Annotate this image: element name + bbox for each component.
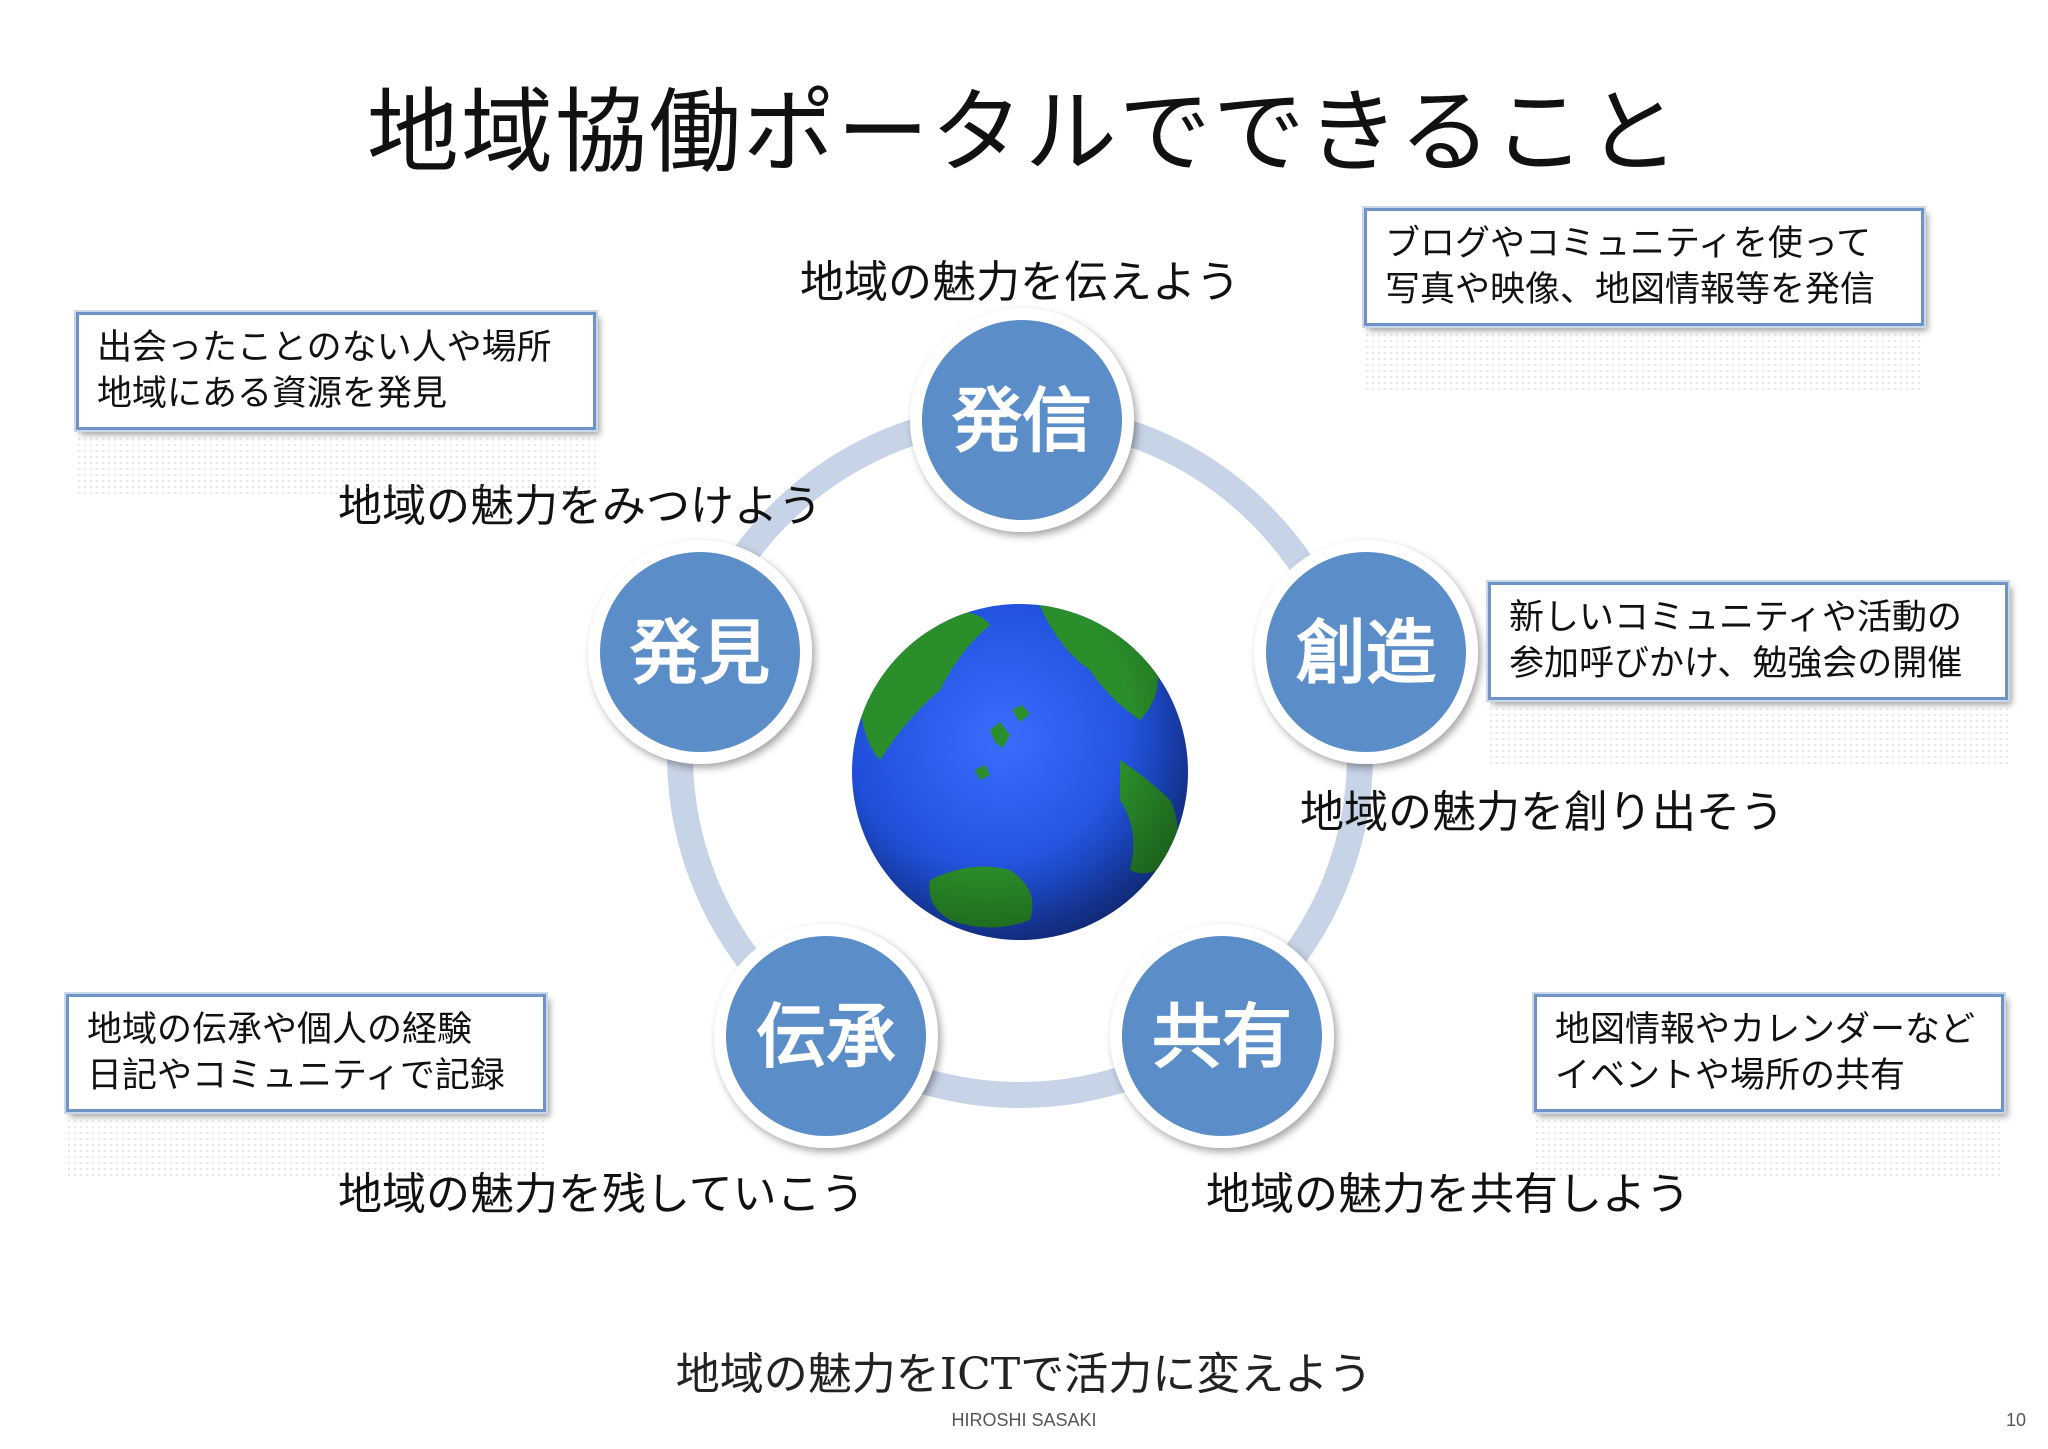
phrase-hasshin: 地域の魅力を伝えよう — [800, 257, 1240, 308]
description-box-hakken: 出会ったことのない人や場所 地域にある資源を発見 — [76, 312, 596, 430]
page-title: 地域協働ポータルでできること — [366, 79, 1682, 186]
description-box-denshou: 地域の伝承や個人の経験 日記やコミュニティで記録 — [66, 994, 546, 1112]
node-label: 共有 — [1152, 996, 1292, 1078]
node-label: 発見 — [630, 612, 770, 694]
node-circle — [600, 552, 800, 752]
phrase-denshou: 地域の魅力を残していこう — [338, 1169, 865, 1220]
box-kyouyuu-group: 地図情報やカレンダーなど イベントや場所の共有 — [1534, 994, 2004, 1176]
box-line: 写真や映像、地図情報等を発信 — [1385, 270, 1876, 310]
box-hakken-group: 出会ったことのない人や場所 地域にある資源を発見 — [76, 312, 596, 494]
phrase-souzou: 地域の魅力を創り出そう — [1300, 787, 1784, 838]
box-line: 地図情報やカレンダーなど — [1555, 1010, 1976, 1050]
box-reflection — [76, 430, 596, 494]
node-circle — [922, 320, 1122, 520]
node-hasshin: 発信 — [910, 308, 1134, 532]
box-line: 地域にある資源を発見 — [97, 374, 448, 414]
box-reflection — [1364, 326, 1924, 390]
box-denshou-group: 地域の伝承や個人の経験 日記やコミュニティで記録 — [66, 994, 546, 1176]
phrase-kyouyuu: 地域の魅力を共有しよう — [1206, 1169, 1690, 1220]
page-number: 10 — [2005, 1410, 2026, 1430]
node-circle — [1122, 936, 1322, 1136]
box-line: 出会ったことのない人や場所 — [97, 328, 552, 368]
node-circle — [1266, 552, 1466, 752]
box-line: イベントや場所の共有 — [1555, 1056, 1906, 1096]
node-denshou: 伝承 — [714, 924, 938, 1148]
node-label: 発信 — [952, 380, 1092, 462]
box-line: 参加呼びかけ、勉強会の開催 — [1509, 644, 1963, 684]
footer-author: HIROSHI SASAKI — [951, 1410, 1097, 1430]
node-hakken: 発見 — [588, 540, 812, 764]
node-label: 創造 — [1296, 612, 1436, 694]
node-kyouyuu: 共有 — [1110, 924, 1334, 1148]
description-box-souzou: 新しいコミュニティや活動の 参加呼びかけ、勉強会の開催 — [1488, 582, 2008, 700]
box-hasshin-group: ブログやコミュニティを使って 写真や映像、地図情報等を発信 — [1364, 208, 1924, 390]
box-line: 地域の伝承や個人の経験 — [87, 1010, 473, 1050]
phrase-hakken: 地域の魅力をみつけよう — [338, 481, 822, 532]
box-reflection — [1488, 700, 2008, 764]
box-line: 日記やコミュニティで記録 — [87, 1056, 505, 1096]
description-box-hasshin: ブログやコミュニティを使って 写真や映像、地図情報等を発信 — [1364, 208, 1924, 326]
globe-icon — [852, 604, 1188, 940]
slogan: 地域の魅力をICTで活力に変えよう — [675, 1349, 1373, 1400]
node-circle — [726, 936, 926, 1136]
box-line: ブログやコミュニティを使って — [1385, 224, 1872, 264]
box-reflection — [1534, 1112, 2004, 1176]
node-label: 伝承 — [756, 996, 896, 1078]
box-reflection — [66, 1112, 546, 1176]
node-souzou: 創造 — [1254, 540, 1478, 764]
box-line: 新しいコミュニティや活動の — [1509, 598, 1962, 638]
box-souzou-group: 新しいコミュニティや活動の 参加呼びかけ、勉強会の開催 — [1488, 582, 2008, 764]
description-box-kyouyuu: 地図情報やカレンダーなど イベントや場所の共有 — [1534, 994, 2004, 1112]
